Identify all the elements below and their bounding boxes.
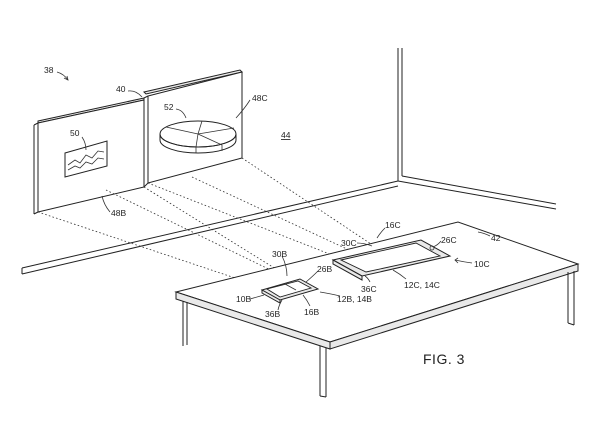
ref-12c-14c: 12C, 14C (404, 280, 440, 290)
ref-16b: 16B (304, 307, 319, 317)
ref-38: 38 (44, 65, 54, 75)
ref-12b-14b: 12B, 14B (337, 294, 372, 304)
reference-labels: 38 40 50 52 48C 44 48B 16C 30C 26C 42 10… (44, 65, 501, 367)
device-10c (331, 239, 452, 281)
projection-rays (37, 157, 381, 289)
ref-44: 44 (281, 130, 291, 140)
pie-chart-content (159, 120, 237, 154)
ref-36c: 36C (361, 284, 377, 294)
ref-48c: 48C (252, 93, 268, 103)
ref-26c: 26C (441, 235, 457, 245)
ref-36b: 36B (265, 309, 280, 319)
ref-26b: 26B (317, 264, 332, 274)
table (174, 221, 580, 398)
projection-screen-48c (143, 69, 243, 188)
ref-16c: 16C (385, 220, 401, 230)
ref-42: 42 (491, 233, 501, 243)
ref-50: 50 (70, 128, 80, 138)
ref-40: 40 (116, 84, 126, 94)
ref-10b: 10B (236, 294, 251, 304)
figure-caption: FIG. 3 (423, 351, 465, 367)
room-corner (21, 48, 557, 275)
line-graph-content (64, 140, 108, 178)
ref-48b: 48B (111, 208, 126, 218)
ref-30c: 30C (341, 238, 357, 248)
ref-52: 52 (164, 102, 174, 112)
ref-10c: 10C (474, 259, 490, 269)
device-10b (260, 278, 320, 304)
leader-lines (56, 71, 491, 311)
ref-30b: 30B (272, 249, 287, 259)
